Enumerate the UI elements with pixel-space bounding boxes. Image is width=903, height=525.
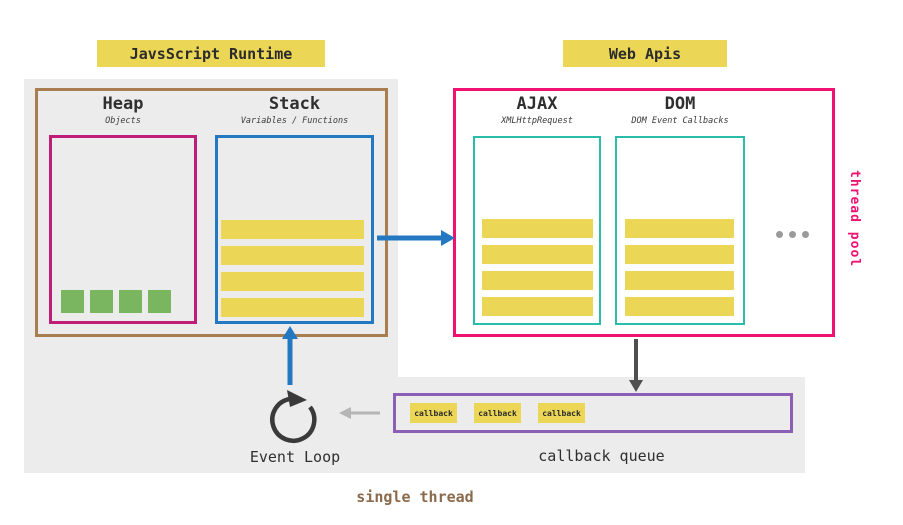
heap-object-square [119,290,142,313]
heap-objects-row [61,290,171,313]
single-thread-label: single thread [356,488,474,506]
ajax-title: AJAX [516,94,558,114]
event-loop-label: Event Loop [249,448,341,466]
callback-chip: callback [538,403,585,423]
stack-heading: Stack Variables / Functions [215,94,374,126]
dom-task-bar [625,219,734,238]
javascript-runtime-label: JavsScript Runtime [97,40,325,67]
heap-title: Heap [102,94,144,114]
ajax-task-bar [482,297,593,316]
heap-object-square [61,290,84,313]
dom-heading: DOM DOM Event Callbacks [615,94,745,126]
stack-frame-bar [221,272,364,291]
call-stack-box [215,135,374,324]
stack-frame-bar [221,220,364,239]
heap-object-square [148,290,171,313]
callback-queue-box: callback callback callback [393,393,793,433]
runtime-container-box [35,88,388,337]
stack-frame-bar [221,246,364,265]
callback-chip: callback [410,403,457,423]
heap-heading: Heap Objects [49,94,197,126]
thread-pool-label: thread pool [847,170,862,268]
stack-title: Stack [268,94,321,114]
ajax-task-bar [482,245,593,264]
ajax-box [473,136,601,325]
dom-subtitle: DOM Event Callbacks [631,115,729,126]
ellipsis-dot [802,231,809,238]
ellipsis-dot [789,231,796,238]
ajax-task-bar [482,219,593,238]
ajax-heading: AJAX XMLHttpRequest [473,94,601,126]
ajax-subtitle: XMLHttpRequest [501,115,573,126]
heap-subtitle: Objects [105,115,141,126]
dom-box [615,136,745,325]
dom-task-bar [625,245,734,264]
dom-task-bar [625,271,734,290]
heap-box [49,135,197,324]
callback-chip: callback [474,403,521,423]
more-apis-ellipsis-icon [776,231,809,238]
heap-object-square [90,290,113,313]
stack-frame-bar [221,298,364,317]
web-apis-label: Web Apis [563,40,727,67]
web-apis-box [453,88,835,337]
callback-queue-label: callback queue [538,447,665,465]
ellipsis-dot [776,231,783,238]
dom-task-bar [625,297,734,316]
ajax-task-bar [482,271,593,290]
dom-title: DOM [664,94,696,114]
stack-subtitle: Variables / Functions [240,115,349,126]
